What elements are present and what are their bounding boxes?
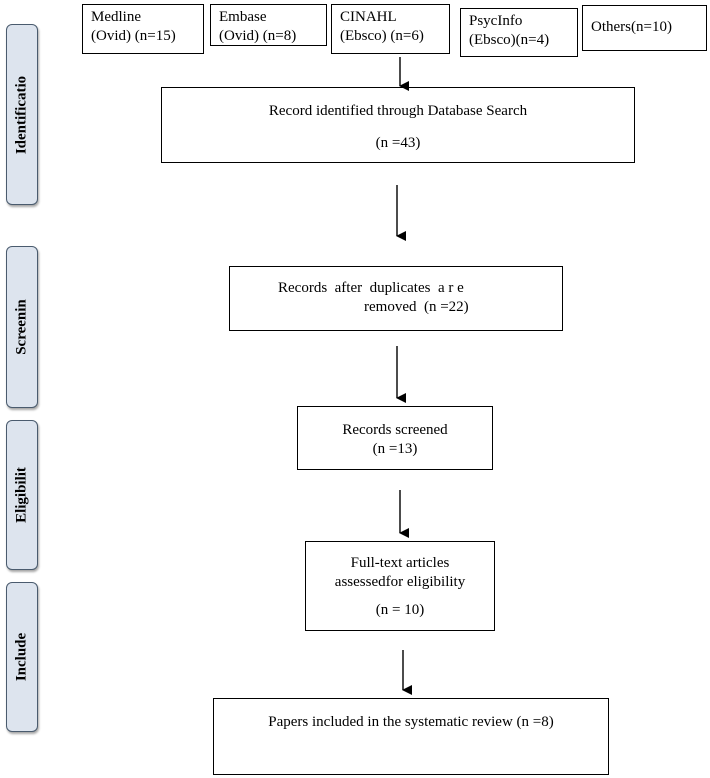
source-medline-name: Medline xyxy=(91,9,141,25)
records-after-duplicates-count: removed (n =22) xyxy=(364,299,469,315)
stage-label-identification: Identificatio xyxy=(6,24,38,205)
records-screened-count: (n =13) xyxy=(372,441,418,457)
source-embase-name: Embase xyxy=(219,9,267,25)
fulltext-assessed-label: assessedfor eligibility xyxy=(334,574,466,590)
source-cinahl-count: (Ebsco) (n=6) xyxy=(340,28,424,44)
source-box-others: Others(n=10) xyxy=(582,5,707,51)
box-fulltext-assessed: Full-text articles assessedfor eligibili… xyxy=(305,541,495,631)
box-records-identified: Record identified through Database Searc… xyxy=(161,87,635,163)
stage-label-screening: Screenin xyxy=(6,246,38,408)
stage-label-eligibility: Eligibilit xyxy=(6,420,38,570)
records-screened-label: Records screened xyxy=(342,422,448,438)
box-papers-included: Papers included in the systematic review… xyxy=(213,698,609,775)
fulltext-label: Full-text articles xyxy=(350,555,450,571)
source-box-psycinfo: PsycInfo (Ebsco)(n=4) xyxy=(460,8,578,57)
source-psycinfo-name: PsycInfo xyxy=(469,13,523,29)
source-others-label: Others(n=10) xyxy=(591,19,672,35)
papers-included-label: Papers included in the systematic review… xyxy=(268,714,554,730)
records-identified-count: (n =43) xyxy=(375,135,421,151)
records-after-duplicates-label: Records after duplicates a r e xyxy=(278,280,464,296)
source-embase-count: (Ovid) (n=8) xyxy=(219,28,297,44)
source-box-cinahl: CINAHL (Ebsco) (n=6) xyxy=(331,4,450,54)
source-box-medline: Medline (Ovid) (n=15) xyxy=(82,4,204,54)
source-medline-count: (Ovid) (n=15) xyxy=(91,28,176,44)
records-identified-label: Record identified through Database Searc… xyxy=(268,103,528,119)
source-cinahl-name: CINAHL xyxy=(340,9,397,25)
stage-label-included: Include xyxy=(6,582,38,732)
box-records-screened: Records screened (n =13) xyxy=(297,406,493,470)
source-psycinfo-count: (Ebsco)(n=4) xyxy=(469,32,550,48)
box-records-after-duplicates: Records after duplicates a r e removed (… xyxy=(229,266,563,331)
source-box-embase: Embase (Ovid) (n=8) xyxy=(210,4,327,46)
fulltext-count: (n = 10) xyxy=(375,602,425,618)
